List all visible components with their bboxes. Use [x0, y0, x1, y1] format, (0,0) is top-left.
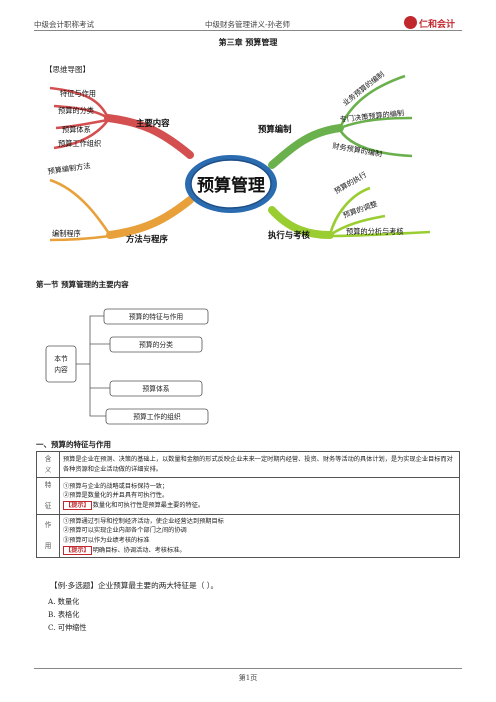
logo-text: 仁和会计 — [419, 20, 456, 30]
main-content-item: 预算工作组织 — [58, 139, 101, 148]
sub-title: 一、预算的特征与作用 — [36, 440, 111, 449]
mindmap-center-text: 预算管理 — [197, 175, 265, 196]
branch-methods: 预算编制方法 编制程序 方法与程序 — [47, 161, 194, 244]
tip-badge: 【提示】 — [63, 545, 92, 555]
branch-execution: 预算的执行 预算的调整 预算的分析与考核 执行与考核 — [268, 170, 431, 240]
branch-main-content: 特征与作用 预算的分类 预算体系 预算工作组织 主要内容 — [49, 86, 194, 159]
branch-budget-prep: 业务预算的编制 专门决策预算的编制 财务预算的编制 预算编制 — [258, 70, 413, 169]
chapter-title: 第三章 预算管理 — [218, 38, 278, 47]
outline-item-box — [105, 408, 209, 425]
row-content: 预算是企业在预测、决策的基础上，以数量和金额的形式反映企业未来一定时期内经营、投… — [59, 450, 460, 479]
footer-rule — [34, 668, 462, 669]
brand-logo: 仁和会计 — [404, 15, 460, 31]
row-content: ①预算与企业的战略或目标保持一致； ②预算是数量化的并且具有可执行性。 【提示】… — [59, 477, 460, 515]
outline-item-text: 预算体系 — [142, 384, 169, 393]
row-content: ①预算通过引导和控制经济活动，使企业经营达到预期目标 ②预算可以实现企业内部各个… — [59, 513, 460, 559]
outline-root-box — [45, 345, 77, 383]
outline-item-box — [109, 380, 203, 397]
tip-badge: 【提示】 — [63, 500, 92, 511]
mindmap-label: 【思维导图】 — [45, 65, 90, 74]
question-option: B. 表格化 — [48, 610, 80, 619]
page-number: 第1页 — [238, 674, 258, 682]
section-title: 第一节 预算管理的主要内容 — [36, 280, 129, 289]
table-row: 含义 预算是企业在预测、决策的基础上，以数量和金额的形式反映企业未来一定时期内经… — [36, 450, 460, 479]
methods-item: 编制程序 — [52, 229, 81, 238]
outline-root-line2: 内容 — [54, 365, 68, 374]
execution-item: 预算的分析与考核 — [346, 227, 404, 236]
table-row: 作用 ①预算通过引导和控制经济活动，使企业经营达到预期目标 ②预算可以实现企业内… — [36, 513, 460, 559]
table-row: 特征 ①预算与企业的战略或目标保持一致； ②预算是数量化的并且具有可执行性。 【… — [36, 477, 460, 515]
header-center-text: 中级财务管理讲义-孙老师 — [205, 20, 291, 29]
row-label: 作用 — [36, 513, 60, 559]
header-left-text: 中级会计职称考试 — [34, 20, 94, 29]
row-label: 含义 — [36, 450, 60, 479]
outline-item-box — [109, 336, 203, 353]
execution-label: 执行与考核 — [268, 230, 310, 240]
methods-item: 预算编制方法 — [47, 161, 91, 176]
mindmap-center-node: 预算管理 — [185, 155, 277, 213]
question-option: C. 可伸缩性 — [48, 623, 87, 632]
budget-prep-label: 预算编制 — [258, 124, 292, 134]
outline-item-text: 预算工作的组织 — [133, 412, 181, 421]
main-content-item: 预算体系 — [62, 125, 91, 134]
section-outline-diagram: 本节 内容 预算的特征与作用 预算的分类 预算体系 预算工作的组织 — [45, 308, 209, 425]
outline-root-line1: 本节 — [54, 354, 68, 363]
feature-table: 含义 预算是企业在预测、决策的基础上，以数量和金额的形式反映企业未来一定时期内经… — [36, 450, 460, 559]
outline-item-text: 预算的分类 — [139, 340, 173, 349]
outline-item-box — [103, 308, 209, 325]
main-content-item: 预算的分类 — [58, 106, 94, 115]
row-label: 特征 — [36, 477, 60, 515]
logo-mark-icon — [404, 16, 417, 29]
outline-item-text: 预算的特征与作用 — [129, 312, 184, 321]
main-content-item: 特征与作用 — [60, 89, 96, 98]
header-rule — [34, 30, 462, 31]
mind-map: 特征与作用 预算的分类 预算体系 预算工作组织 主要内容 业务预算的编制 专门决… — [47, 70, 431, 244]
outline-connector — [76, 315, 112, 417]
question-option: A. 数量化 — [48, 597, 80, 606]
main-content-label: 主要内容 — [136, 118, 170, 128]
methods-label: 方法与程序 — [126, 234, 168, 244]
question-stem: 【例·多选题】企业预算最主要的两大特征是（ ）。 — [50, 581, 219, 590]
